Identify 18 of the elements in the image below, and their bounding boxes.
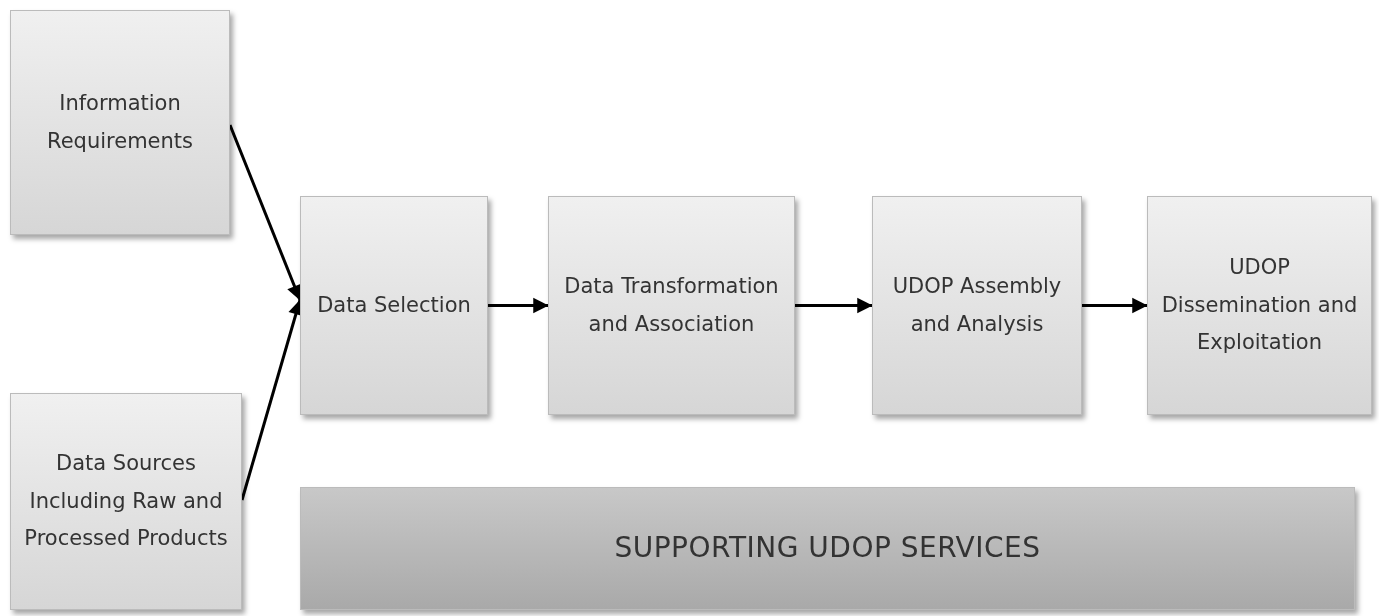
- process-box: [872, 196, 1082, 415]
- process-box: [1147, 196, 1372, 415]
- process-box: [300, 196, 488, 415]
- process-box: [10, 10, 230, 235]
- box-label: SUPPORTING UDOP SERVICES: [614, 530, 1041, 567]
- box-label: Information Requirements: [46, 89, 194, 155]
- box-label: UDOP Dissemination and Exploitation: [1160, 253, 1359, 357]
- box-label: UDOP Assembly and Analysis: [891, 272, 1063, 338]
- box-label: Data Sources Including Raw and Processed Products: [23, 449, 229, 553]
- services-band: [300, 487, 1355, 610]
- arrow: [488, 297, 549, 314]
- arrow: [228, 124, 302, 301]
- box-label: Data Selection: [317, 291, 471, 319]
- process-box: [10, 393, 242, 610]
- arrow: [795, 297, 873, 314]
- process-box: [548, 196, 795, 415]
- arrow: [1082, 297, 1148, 314]
- box-label: Data Transformation and Association: [563, 272, 780, 338]
